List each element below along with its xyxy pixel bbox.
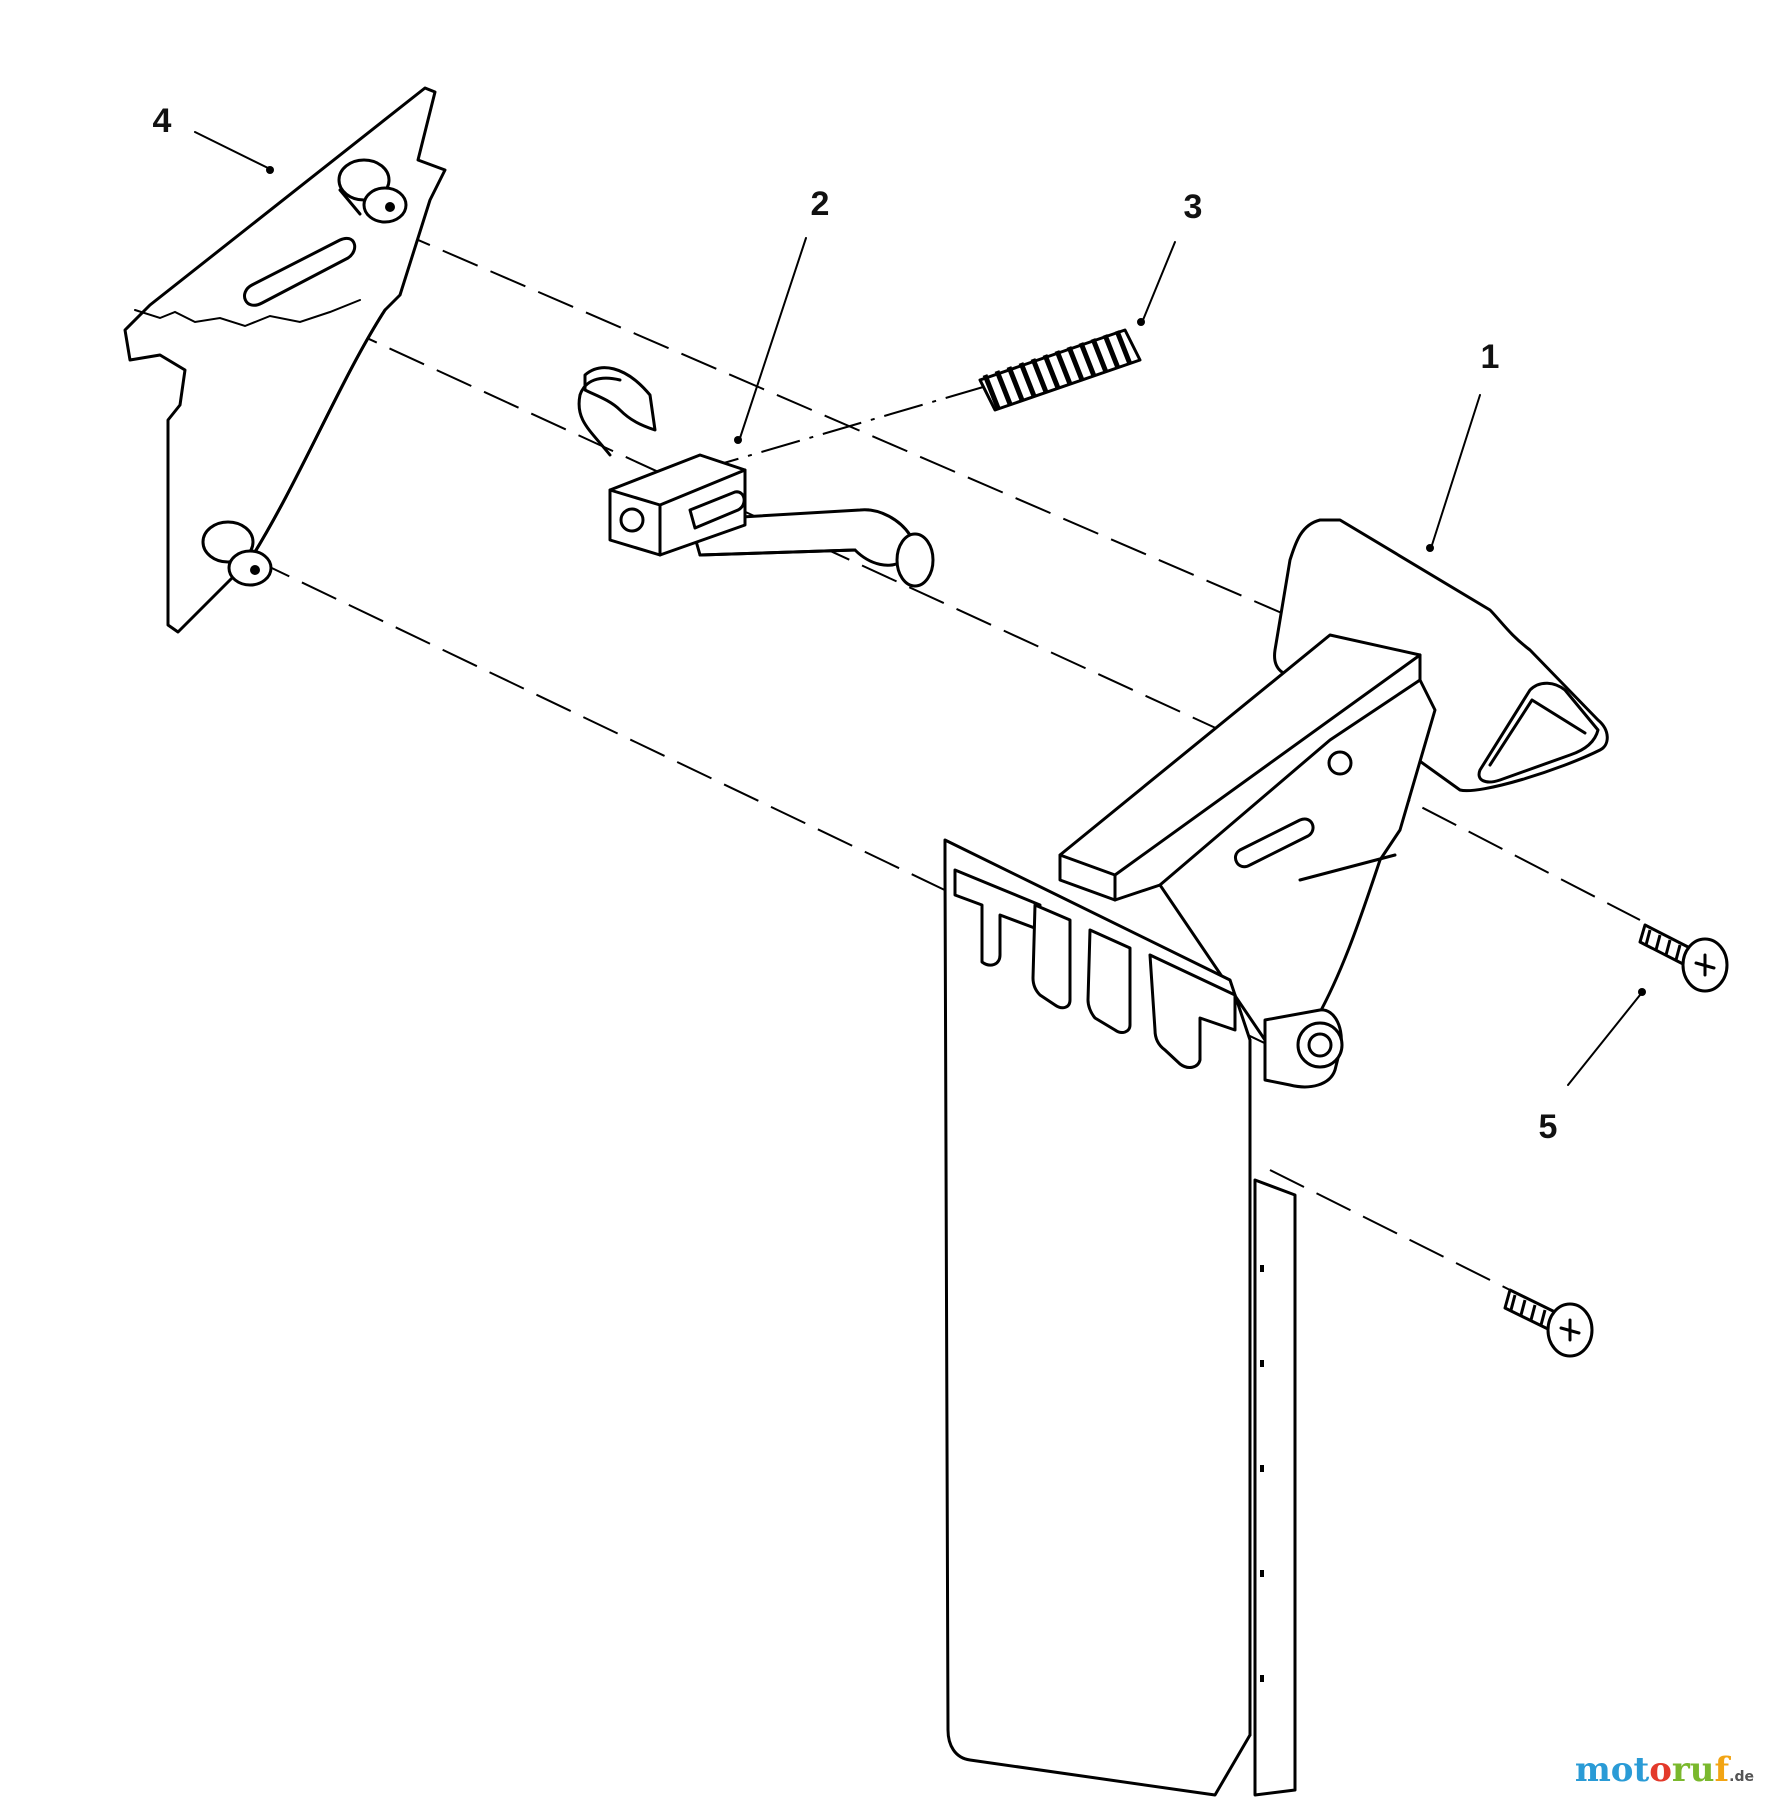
watermark-part3: ru [1671, 1750, 1715, 1790]
callout-4: 4 [153, 102, 172, 140]
watermark-part1: mot [1574, 1750, 1650, 1790]
screw-upper [1638, 923, 1729, 993]
callout-2: 2 [811, 185, 830, 223]
part-4-mounting-plate [123, 86, 447, 634]
part-1-lever-assembly [943, 518, 1609, 1797]
part-5-screws [1503, 923, 1729, 1358]
watermark-tld: .de [1729, 1769, 1754, 1785]
watermark-logo: motoruf.de [1575, 1750, 1754, 1790]
screw-lower [1503, 1288, 1594, 1358]
part-2-latch-rod [577, 366, 935, 588]
leader-lines [194, 131, 1646, 1086]
callout-labels: 1 2 3 4 5 [153, 102, 1558, 1146]
callout-5: 5 [1539, 1108, 1558, 1146]
callout-3: 3 [1184, 188, 1203, 226]
callout-1: 1 [1481, 338, 1500, 376]
watermark-part4: f [1714, 1750, 1730, 1790]
part-3-spring [978, 328, 1142, 412]
watermark-part2: o [1649, 1750, 1672, 1790]
